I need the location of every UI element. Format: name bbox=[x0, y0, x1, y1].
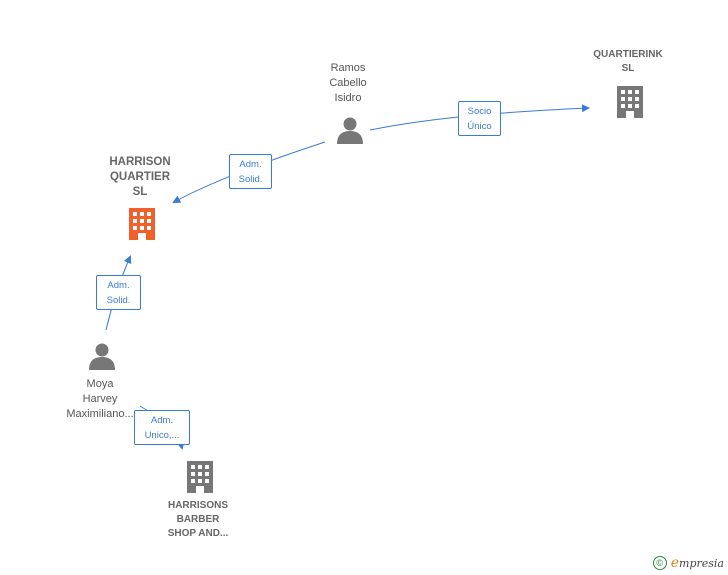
building-icon[interactable] bbox=[184, 459, 216, 495]
node-label-moya[interactable]: Moya Harvey Maximiliano... bbox=[66, 378, 134, 420]
node-label-harrisons-barber[interactable]: HARRISONS BARBER SHOP AND... bbox=[167, 500, 229, 539]
edge-label-adm-solid-ramos[interactable]: Adm. Solid. bbox=[229, 154, 272, 189]
building-icon[interactable] bbox=[614, 84, 646, 120]
footer-brand: © empresia bbox=[652, 555, 724, 571]
building-icon[interactable] bbox=[126, 206, 158, 242]
person-icon[interactable] bbox=[87, 342, 117, 372]
node-label-quartierink[interactable]: QUARTIERINK SL bbox=[593, 49, 663, 74]
node-label-ramos[interactable]: Ramos Cabello Isidro bbox=[329, 62, 367, 104]
edge-label-adm-unico[interactable]: Adm. Unico,... bbox=[134, 410, 190, 445]
person-icon[interactable] bbox=[335, 116, 365, 146]
edge-label-socio-unico[interactable]: Socio Único bbox=[458, 101, 501, 136]
copyright-icon: © bbox=[652, 556, 667, 570]
node-label-harrison[interactable]: HARRISON QUARTIER SL bbox=[109, 156, 171, 198]
brand-logo: empresia bbox=[670, 555, 724, 571]
edge-label-adm-solid-moya[interactable]: Adm. Solid. bbox=[96, 275, 141, 310]
